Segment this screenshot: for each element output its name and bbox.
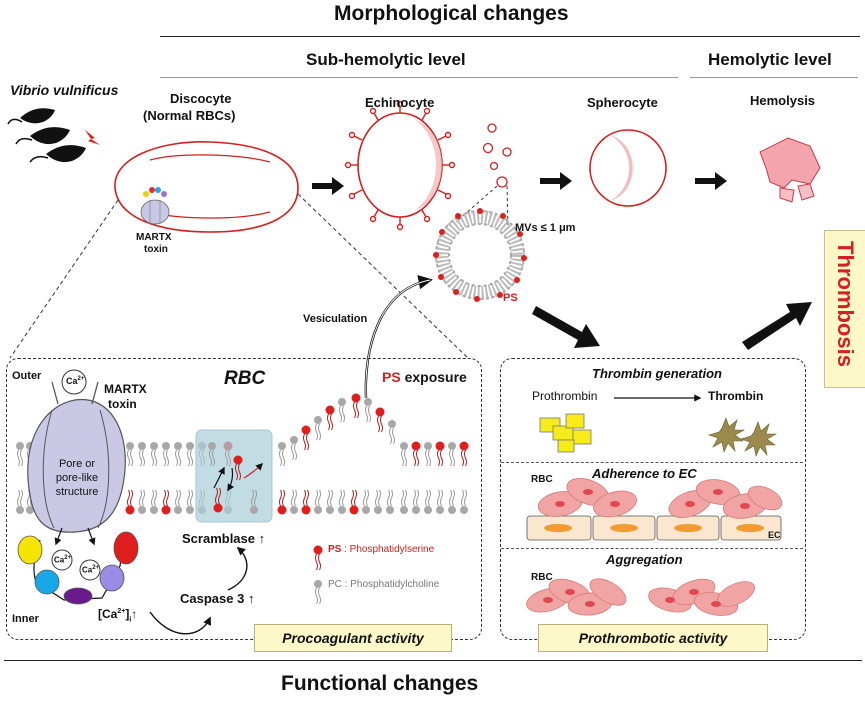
mv-size-label: MVs ≤ 1 μm [515, 222, 576, 234]
vesicle-bubbles [482, 123, 512, 188]
martx-panel-label-line2: toxin [108, 397, 137, 411]
adherence-separator [501, 548, 803, 549]
echinocyte-label: Echinocyte [365, 95, 435, 110]
prothrombin-label: Prothrombin [532, 389, 598, 403]
aggregation-title: Aggregation [606, 552, 683, 567]
adherence-title: Adherence to EC [592, 466, 697, 481]
ps-exposure-label: PS exposure [382, 369, 467, 385]
thrombin-icon [708, 417, 778, 457]
discocyte-label: Discocyte [170, 91, 232, 106]
martx-label-line2: toxin [144, 244, 168, 255]
pore-label-line2: pore-like [55, 472, 99, 484]
prothrombin-icon [539, 413, 592, 453]
ca-outer-label: Ca2+ [66, 376, 85, 386]
echinocyte-cell [344, 100, 456, 231]
ca-to-caspase-arrow [149, 611, 212, 635]
rbc-panel [6, 358, 482, 640]
thrombin-separator [501, 462, 803, 463]
functional-rule [4, 660, 862, 661]
sub-hemolytic-rule [160, 77, 678, 78]
pore-label-line1: Pore or [58, 458, 96, 470]
ca-i-label: [Ca2+]i↑ [98, 607, 138, 624]
legend-ps-label: PS : Phosphatidylserine [328, 544, 435, 555]
inner-label: Inner [12, 613, 39, 625]
spherocyte-label: Spherocyte [587, 95, 658, 110]
discocyte-sublabel: (Normal RBCs) [143, 108, 236, 123]
legend-pc-label: PC : Phosphatidylcholine [328, 579, 440, 590]
morphological-rule [160, 36, 860, 37]
martx-pore-complex [17, 369, 139, 605]
endothelial-cells [526, 515, 782, 541]
martx-label-line1: MARTX [136, 232, 172, 243]
adherence-rbc-label: RBC [531, 474, 553, 485]
spherocyte-cell [589, 129, 667, 207]
ca-inner-label-2: Ca2+ [82, 565, 100, 575]
ec-label: EC [768, 530, 781, 540]
aggregation-rbc-label: RBC [531, 572, 553, 583]
hemolysis-label: Hemolysis [750, 93, 816, 108]
big-arrow-to-prothrombotic [532, 306, 600, 348]
hemolysis-fragments-icon [759, 137, 821, 203]
scramblase-protein [195, 429, 273, 523]
rbc-panel-title: RBC [224, 368, 266, 389]
vesiculation-label: Vesiculation [303, 313, 368, 325]
pore-label-line3: structure [55, 486, 99, 498]
functional-title: Functional changes [281, 672, 479, 695]
sub-hemolytic-title: Sub-hemolytic level [306, 50, 466, 69]
stage-arrows [312, 172, 727, 195]
prothrombotic-activity-box: Prothrombotic activity [538, 624, 768, 652]
mv-ps-label: PS [503, 292, 518, 304]
hemolytic-rule [690, 77, 858, 78]
outer-label: Outer [12, 370, 42, 382]
caspase-to-scramblase-arrow [227, 546, 248, 591]
caspase-label: Caspase 3 ↑ [180, 591, 255, 606]
organism-label: Vibrio vulnificus [10, 82, 119, 98]
thrombosis-label: Thrombosis [833, 241, 858, 367]
morphological-title: Morphological changes [334, 2, 569, 25]
thrombin-generation-title: Thrombin generation [592, 366, 722, 381]
ca-inner-label-1: Ca2+ [54, 555, 72, 565]
discocyte-cell [114, 141, 299, 233]
vibrio-bacteria-icon [7, 108, 100, 163]
microvesicle-icon [433, 208, 527, 302]
martx-panel-label-line1: MARTX [104, 382, 147, 396]
procoagulant-activity-box: Procoagulant activity [254, 624, 452, 652]
martx-toxin-small-icon [140, 187, 170, 225]
thrombin-label: Thrombin [708, 389, 764, 403]
scramblase-label: Scramblase ↑ [182, 531, 266, 546]
thrombosis-box: Thrombosis [824, 230, 865, 388]
big-arrow-to-thrombosis [742, 302, 812, 350]
hemolytic-title: Hemolytic level [708, 50, 832, 69]
